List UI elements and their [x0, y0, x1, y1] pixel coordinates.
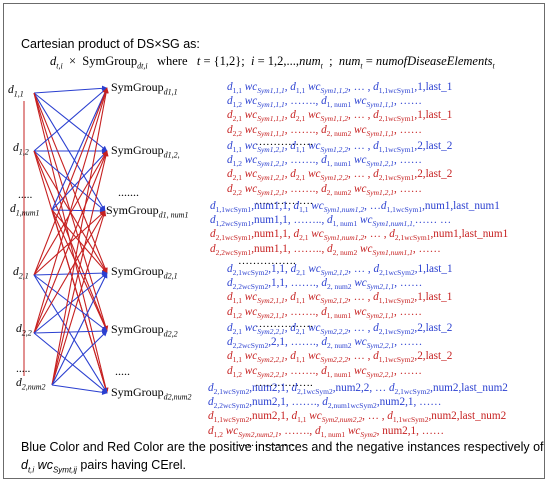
continuation-dots: …………….: [255, 135, 313, 148]
positive-pair-line: d1,1 wcSym1,2,1, d1,1 wcSym1,2,2, … , d1…: [227, 140, 453, 155]
formula: dt,i × SymGroupdt,i where t = {1,2}; i =…: [50, 54, 495, 71]
positive-pair-line: d2,1wcSym2,num2,1, d2,1wcSym2,num2,2, … …: [208, 382, 508, 397]
continuation-dots: …………….: [255, 376, 313, 389]
left-node: d1,2: [13, 142, 29, 157]
continuation-dots: …………….: [255, 317, 313, 330]
negative-link: [51, 209, 108, 274]
positive-pair-line: d2,1 wcSym2,2,1, d2,1 wcSym2,2,2, … , d2…: [227, 322, 453, 337]
right-node: SymGroupd2,1: [111, 264, 178, 281]
negative-pair-line: d1,2 wcSym2,num2,1, ……., d1, num1 wcSym2…: [208, 424, 445, 439]
continuation-dots: …………….: [236, 436, 294, 449]
caption-line-2: dt,i wcSymt,ij pairs having CErel.: [21, 458, 187, 475]
positive-pair-line: d1,2 wcSym1,1,1, ……., d1, num1 wcSym1,1,…: [227, 95, 422, 110]
negative-pair-line: d1,2 wcSym2,2,1, ……., d1, num1 wcSym2,2,…: [227, 364, 422, 379]
negative-link: [33, 210, 106, 276]
negative-pair-line: d1,1wcSym2,num2,1, d1,1 wcSym2,num2,2, ……: [208, 410, 507, 425]
negative-pair-line: d1,1 wcSym2,1,1, d1,1 wcSym2,1,2, … , d1…: [227, 291, 453, 306]
negative-pair-line: d1,1 wcSym2,2,1, d1,1 wcSym2,2,2, … , d1…: [227, 350, 453, 365]
continuation-dots: …………….: [238, 254, 296, 267]
positive-pair-line: d1,1wcSym1,num1,1, d1,1 wcSym1,num1,2, ……: [210, 200, 500, 215]
negative-link: [51, 210, 107, 386]
negative-link: [33, 210, 106, 334]
negative-pair-line: d2,1 wcSym1,1,1, d2,1 wcSym1,1,2, … , d2…: [227, 109, 453, 124]
negative-link: [33, 150, 108, 276]
negative-link: [51, 87, 109, 386]
figure-title: Cartesian product of DS×SG as:: [21, 37, 200, 51]
negative-link: [33, 87, 109, 334]
left-node: d1,num1: [10, 203, 40, 218]
left-node: d1,1: [8, 84, 24, 99]
figure-frame: [3, 3, 545, 479]
right-node: SymGroupd2,num2: [111, 385, 192, 402]
left-node: .....: [16, 363, 31, 375]
positive-pair-line: d2,2wcSym2,2,1, ……., d2, num2 wcSym2,2,1…: [227, 336, 423, 351]
positive-link: [51, 330, 108, 386]
negative-pair-line: d2,2 wcSym1,1,1, ……., d2, num2 wcSym1,1,…: [227, 123, 422, 138]
positive-pair-line: d2,2wcSym2,num2,1, ……., d2,num1wcSym2,nu…: [208, 396, 442, 411]
negative-pair-line: d2,1wcSym1,num1,1, d2,1 wcSym1,num1,2, ……: [210, 228, 509, 243]
negative-pair-line: d1,2 wcSym2,1,1, ……., d1, num1 wcSym2,1,…: [227, 305, 422, 320]
left-node: .....: [18, 189, 33, 201]
negative-link: [51, 209, 108, 332]
positive-link: [51, 208, 106, 214]
right-node: SymGroupd1,1: [111, 80, 178, 97]
positive-link: [33, 332, 108, 394]
positive-link: [33, 328, 108, 334]
right-node: SymGroupd1, num1: [106, 203, 189, 220]
positive-link: [33, 87, 108, 152]
negative-link: [33, 150, 108, 334]
positive-link: [33, 272, 108, 334]
positive-pair-line: d1,2wcSym1,num1,1, …….., d1, num1 wcSym1…: [210, 214, 452, 229]
positive-pair-line: d2,1wcSym2,1,1, d2,1 wcSym2,1,2, … , d2,…: [227, 263, 453, 278]
negative-pair-line: d2,2wcSym1,num1,1, …….., d2, num2 wcSym1…: [210, 242, 441, 257]
positive-link: [51, 384, 108, 396]
positive-pair-line: d1,2 wcSym1,2,1, ……., d1, num1 wcSym1,2,…: [227, 154, 422, 169]
right-node: .....: [115, 364, 130, 378]
positive-link: [33, 270, 108, 276]
positive-link: [33, 92, 108, 152]
negative-pair-line: d2,2 wcSym1,2,1, ……., d2, num2 wcSym1,2,…: [227, 182, 422, 197]
negative-link: [33, 87, 108, 276]
positive-link: [51, 272, 108, 386]
caption-line-1: Blue Color and Red Color are the positiv…: [21, 440, 544, 454]
right-node: .......: [118, 185, 139, 199]
negative-pair-line: d2,1 wcSym1,2,1, d2,1 wcSym1,2,2, … , d2…: [227, 168, 453, 183]
positive-link: [33, 85, 108, 94]
positive-link: [33, 150, 106, 212]
left-node: d2,2: [16, 323, 32, 338]
positive-pair-line: d1,1 wcSym1,1,1, d1,1 wcSym1,1,2, … , d1…: [227, 81, 453, 96]
right-node: SymGroupd2,2: [111, 322, 178, 339]
positive-link: [51, 87, 108, 211]
positive-link: [33, 92, 106, 212]
negative-link: [51, 150, 109, 386]
continuation-dots: …………….: [255, 194, 313, 207]
left-node: d2,num2: [16, 377, 46, 392]
positive-link: [33, 274, 108, 394]
left-node: d2,1: [13, 266, 29, 281]
right-node: SymGroupd1,2,: [111, 143, 180, 160]
positive-pair-line: d2,2wcSym2,1,1, ……., d2, num2 wcSym2,1,1…: [227, 277, 423, 292]
